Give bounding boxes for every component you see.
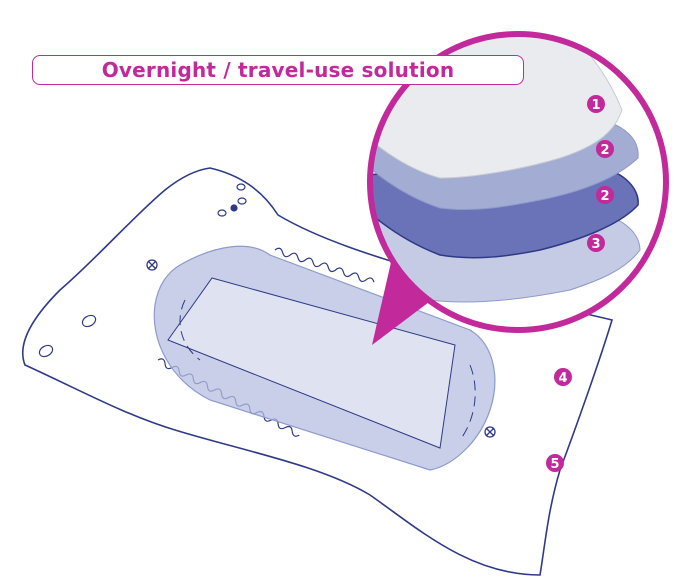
badge-4: 4: [554, 368, 572, 386]
badge-3: 3: [587, 234, 605, 252]
svg-text:5: 5: [550, 457, 559, 472]
svg-text:3: 3: [591, 237, 600, 252]
badge-5: 5: [546, 454, 564, 472]
page-title: Overnight / travel-use solution: [102, 58, 455, 82]
badge-2b: 2: [596, 186, 614, 204]
svg-text:1: 1: [591, 98, 600, 113]
badge-2a: 2: [596, 140, 614, 158]
title-banner: Overnight / travel-use solution: [32, 55, 524, 85]
svg-text:2: 2: [600, 143, 609, 158]
badge-1: 1: [587, 95, 605, 113]
svg-text:2: 2: [600, 189, 609, 204]
svg-text:4: 4: [558, 371, 567, 386]
